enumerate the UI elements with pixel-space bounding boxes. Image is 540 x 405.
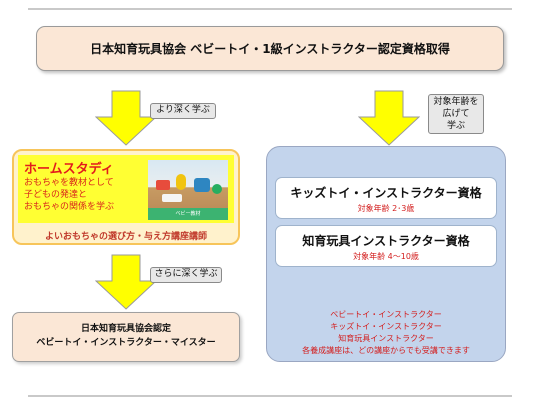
kids-toy-age: 対象年齢 2･3歳 — [276, 203, 496, 214]
deeper-learning-callout: より深く学ぶ — [150, 103, 216, 119]
even-deeper-callout: さらに深く学ぶ — [150, 267, 222, 283]
title-text: 日本知育玩具協会 ベビートイ・1級インストラクター認定資格取得 — [90, 40, 450, 57]
home-study-box: ホームスタディ おもちゃを教材として 子どもの発達と おもちゃの関係を学ぶ ベビ… — [12, 149, 240, 245]
home-study-line-3: おもちゃの関係を学ぶ — [24, 201, 114, 213]
note-line-4: 各養成講座は、どの講座からでも受講できます — [267, 345, 505, 357]
photo-caption: ベビー教材 — [148, 208, 228, 220]
master-line-2: ベビートイ・インストラクター・マイスター — [13, 336, 239, 350]
home-study-line-1: おもちゃを教材として — [24, 177, 114, 189]
toy-box-icon — [194, 178, 210, 192]
bottom-rule — [28, 395, 512, 397]
home-study-line-2: 子どもの発達と — [24, 189, 87, 201]
deeper-learning-text: より深く学ぶ — [156, 105, 210, 115]
down-arrow-right — [358, 90, 420, 146]
top-rule — [28, 8, 512, 10]
home-study-highlight: ホームスタディ おもちゃを教材として 子どもの発達と おもちゃの関係を学ぶ ベビ… — [18, 155, 234, 223]
age-range-line-1: 対象年齢を — [429, 96, 483, 108]
age-range-callout: 対象年齢を 広げて 学ぶ — [428, 94, 484, 134]
toy-photo: ベビー教材 — [148, 160, 228, 220]
title-box: 日本知育玩具協会 ベビートイ・1級インストラクター認定資格取得 — [36, 26, 504, 71]
note-line-2: キッズトイ・インストラクター — [267, 321, 505, 333]
master-certification-box: 日本知育玩具協会認定 ベビートイ・インストラクター・マイスター — [12, 312, 240, 362]
even-deeper-text: さらに深く学ぶ — [154, 269, 217, 279]
kids-toy-box: キッズトイ・インストラクター資格 対象年齢 2･3歳 — [275, 177, 497, 219]
chiiku-toy-box: 知育玩具インストラクター資格 対象年齢 4～10歳 — [275, 225, 497, 267]
toy-block-icon — [156, 180, 170, 190]
note-line-3: 知育玩具インストラクター — [267, 333, 505, 345]
toy-figure-icon — [176, 174, 186, 190]
home-study-caption: よいおもちゃの選び方・与え方講座講師 — [14, 229, 238, 242]
toy-cloth-icon — [162, 194, 182, 202]
master-line-1: 日本知育玩具協会認定 — [13, 322, 239, 336]
age-range-line-3: 学ぶ — [429, 120, 483, 132]
note-line-1: ベビートイ・インストラクター — [267, 309, 505, 321]
home-study-title: ホームスタディ — [24, 158, 114, 177]
down-arrow-left-2 — [95, 254, 157, 310]
chiiku-toy-title: 知育玩具インストラクター資格 — [276, 232, 496, 249]
age-range-line-2: 広げて — [429, 108, 483, 120]
toy-ball-icon — [212, 184, 222, 194]
kids-toy-title: キッズトイ・インストラクター資格 — [276, 184, 496, 201]
chiiku-toy-age: 対象年齢 4～10歳 — [276, 251, 496, 262]
down-arrow-left-1 — [95, 90, 157, 146]
right-panel: キッズトイ・インストラクター資格 対象年齢 2･3歳 知育玩具インストラクター資… — [266, 146, 506, 362]
